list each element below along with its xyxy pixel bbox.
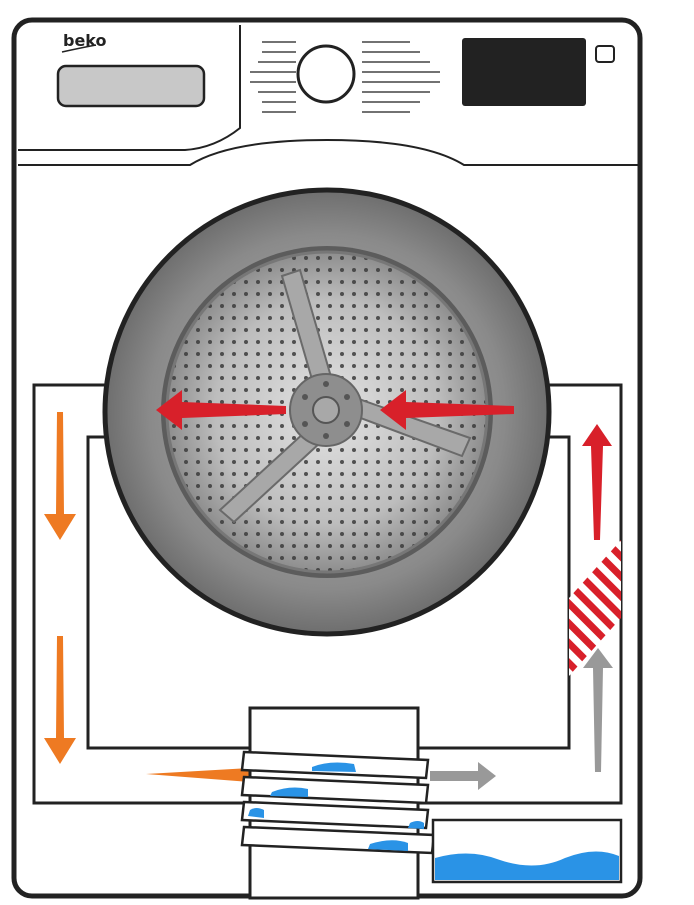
arrow-right-icon [430, 762, 496, 790]
air-duct [32, 383, 623, 805]
condensed-water [248, 762, 424, 851]
arrow-up-icon [582, 424, 612, 540]
arrow-left-icon [156, 390, 286, 430]
drum [102, 187, 552, 637]
arrow-up-icon [583, 648, 613, 772]
water-tank [431, 818, 623, 884]
water-level [435, 851, 619, 880]
digital-display [462, 38, 586, 106]
arrow-down-icon [44, 636, 76, 764]
arrow-down-icon [44, 412, 76, 540]
hot-air-arrows [156, 390, 612, 540]
condenser [240, 706, 436, 900]
control-panel: beko [18, 25, 638, 166]
arrow-right-icon [146, 768, 250, 782]
program-dial[interactable] [296, 44, 356, 104]
arrow-left-icon [380, 390, 514, 430]
program-dial-markings [250, 41, 440, 113]
detergent-drawer-slot[interactable] [56, 64, 206, 108]
power-button[interactable] [595, 45, 615, 63]
heating-element [569, 540, 621, 676]
warm-air-arrows [44, 412, 250, 782]
